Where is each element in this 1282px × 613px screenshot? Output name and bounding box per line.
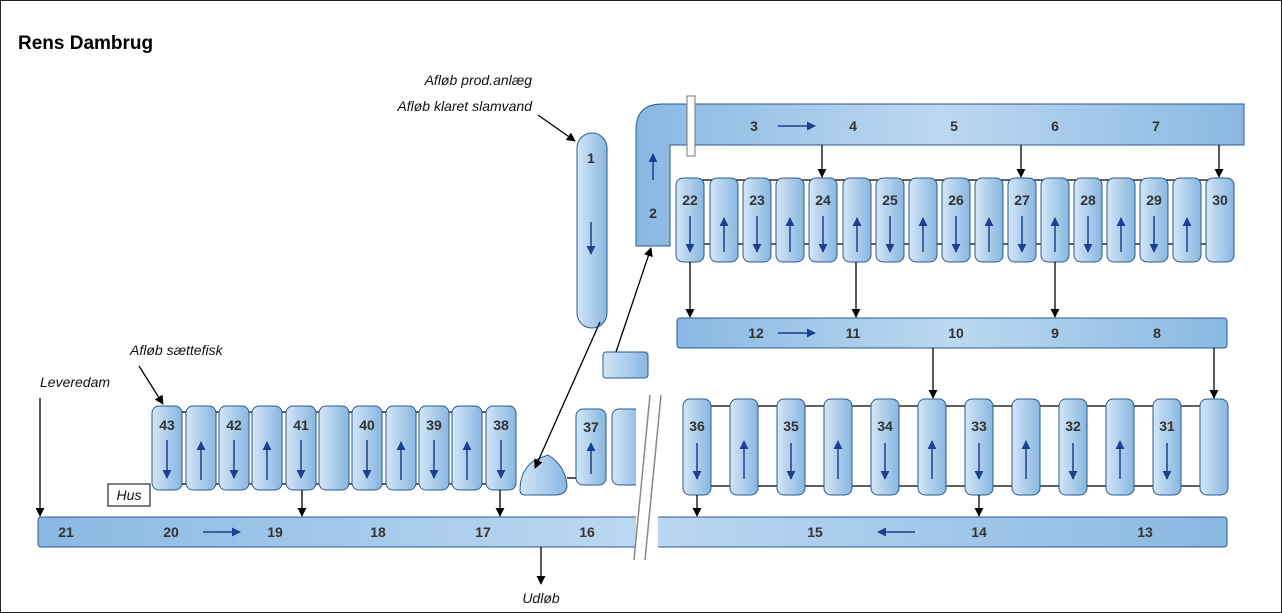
label-middle-2: 10 bbox=[948, 325, 964, 341]
label-bottom-3: 18 bbox=[370, 524, 386, 540]
label-middle-0: 12 bbox=[748, 325, 764, 341]
upper-pond-label: 24 bbox=[815, 192, 831, 208]
channel-bottom bbox=[37, 516, 1228, 548]
label-afloeb-saettefisk: Afløb sættefisk bbox=[129, 342, 224, 358]
lower-right-pond-label: 32 bbox=[1065, 418, 1081, 434]
upper-pond bbox=[1205, 177, 1235, 263]
lower-left-pond bbox=[318, 405, 350, 491]
lower-left-pond-label: 39 bbox=[426, 417, 442, 433]
upper-pond-label: 30 bbox=[1212, 192, 1228, 208]
label-top-0: 3 bbox=[750, 118, 758, 134]
label-middle-1: 11 bbox=[846, 325, 861, 341]
label-bottom-8: 13 bbox=[1137, 524, 1153, 540]
lower-right-pond bbox=[1199, 398, 1229, 496]
house-box: Hus bbox=[107, 483, 151, 507]
label-bottom-1: 20 bbox=[163, 524, 179, 540]
upper-pond-label: 22 bbox=[682, 192, 698, 208]
diagram-title: Rens Dambrug bbox=[18, 33, 154, 54]
label-top-3: 6 bbox=[1051, 118, 1059, 134]
label-udloeb: Udløb bbox=[522, 590, 560, 606]
label-top-2: 5 bbox=[950, 118, 958, 134]
label-middle-4: 8 bbox=[1153, 325, 1161, 341]
lower-right-pond-label: 36 bbox=[689, 418, 705, 434]
lower-right-pond-label: 33 bbox=[971, 418, 987, 434]
upper-pond-label: 23 bbox=[749, 192, 765, 208]
channel-labels: 2 1 3 4 5 6 7 12 11 10 9 8 21 20 19 18 1… bbox=[58, 118, 1161, 540]
settling-box bbox=[602, 351, 649, 379]
lower-left-pond-label: 42 bbox=[226, 417, 242, 433]
arrow-saettefisk-to-43 bbox=[138, 365, 164, 405]
channel-middle bbox=[676, 317, 1228, 349]
upper-pond-label: 28 bbox=[1080, 192, 1096, 208]
label-bottom-2: 19 bbox=[267, 524, 283, 540]
label-top-4: 7 bbox=[1152, 118, 1160, 134]
lower-left-pond-label: 41 bbox=[293, 417, 309, 433]
upper-pond-label: 29 bbox=[1146, 192, 1162, 208]
label-bottom-7: 14 bbox=[971, 524, 987, 540]
lower-left-pond-label: 43 bbox=[159, 417, 175, 433]
label-bottom-0: 21 bbox=[58, 524, 74, 540]
upper-pond-label: 26 bbox=[948, 192, 964, 208]
label-middle-3: 9 bbox=[1051, 325, 1059, 341]
arrow-box-to-2 bbox=[615, 247, 653, 353]
channel-1 bbox=[576, 132, 608, 329]
lower-right-pond-label: 35 bbox=[783, 418, 799, 434]
label-hus: Hus bbox=[117, 487, 142, 503]
lower-left-pond-label: 38 bbox=[493, 417, 509, 433]
lower-right-pond-label: 34 bbox=[877, 418, 893, 434]
sludge-pond bbox=[519, 454, 568, 496]
upper-pond-label: 25 bbox=[882, 192, 898, 208]
label-bottom-6: 15 bbox=[807, 524, 823, 540]
label-channel-1: 1 bbox=[587, 150, 595, 166]
arrow-1-to-sludge bbox=[534, 321, 601, 469]
label-bottom-4: 17 bbox=[475, 524, 491, 540]
channel-break bbox=[633, 394, 662, 561]
lower-left-pond-label: 40 bbox=[359, 417, 375, 433]
label-bottom-5: 16 bbox=[579, 524, 595, 540]
upper-pond-label: 27 bbox=[1014, 192, 1030, 208]
pond-group bbox=[151, 177, 1235, 496]
channel-2-and-top bbox=[635, 95, 1245, 247]
label-channel-2: 2 bbox=[649, 205, 657, 221]
label-afloeb-klaret: Afløb klaret slamvand bbox=[396, 98, 533, 114]
label-top-1: 4 bbox=[849, 118, 857, 134]
inflow-arrow-1 bbox=[537, 114, 576, 142]
weir-gate bbox=[686, 95, 696, 157]
label-afloeb-prod: Afløb prod.anlæg bbox=[424, 72, 533, 88]
lower-right-pond-label: 31 bbox=[1159, 418, 1175, 434]
pond-37-label: 37 bbox=[583, 419, 599, 435]
label-leveredam: Leveredam bbox=[40, 374, 110, 390]
